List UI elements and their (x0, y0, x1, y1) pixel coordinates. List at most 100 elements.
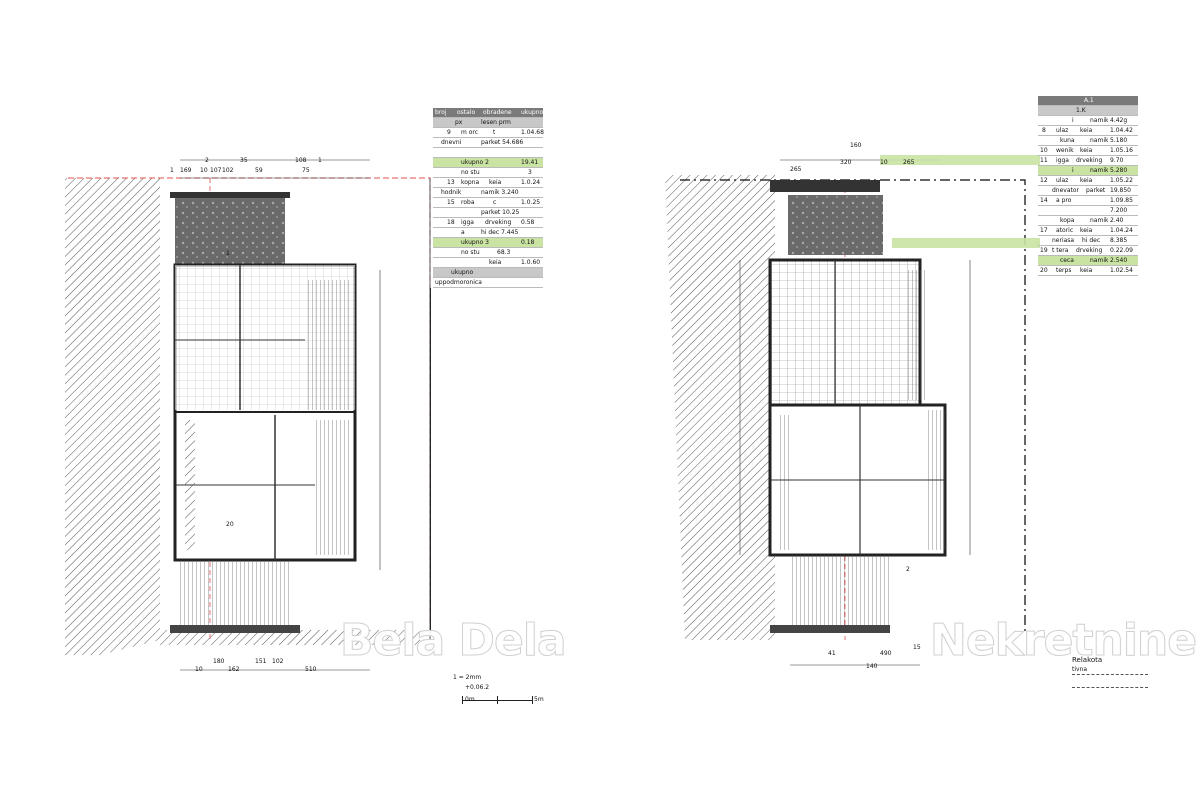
room-mark-20: 20 (226, 521, 234, 528)
table-header-cell: ostalo (457, 109, 476, 116)
terrace-bottom (180, 560, 290, 630)
table-cell: keia (1080, 227, 1093, 234)
table-cell: roba (461, 199, 475, 206)
scale-bar-end: 5m (534, 696, 544, 703)
table-cell: 1.04.24 (1110, 227, 1133, 234)
table-row: 13 kopna keia 1.0.24 (433, 178, 543, 188)
table-row: 20 terps keia 1.02.54 (1038, 266, 1138, 276)
table-cell: 1.0.24 (521, 179, 541, 186)
table-cell: 18 (447, 219, 455, 226)
table-cell: 1.04.42 (1110, 127, 1133, 134)
table-row: a hi dec 7.445 (433, 228, 543, 238)
table-cell: 15 (447, 199, 455, 206)
dim-top-2: 35 (240, 157, 248, 164)
table-cell: parket 10.25 (481, 209, 520, 216)
table-cell: 19.41 (521, 159, 539, 166)
dim-bottom2-1: 10 (195, 666, 203, 673)
table-cell: drveking (1076, 157, 1103, 164)
dim-top-4: 1 (318, 157, 322, 164)
highlight-band-1 (880, 155, 1040, 165)
table-cell: 0.22.09 (1110, 247, 1133, 254)
level-marker (1072, 674, 1148, 688)
table-cell: i (1072, 117, 1074, 124)
table-header-cell: broj (435, 109, 447, 116)
table-cell: keia (1080, 267, 1093, 274)
table-cell: a (461, 229, 465, 236)
left-floor-plan (65, 159, 431, 671)
table-cell: 9 (447, 129, 451, 136)
table-cell: m orc (461, 129, 479, 136)
table-cell: namik 3.240 (481, 189, 519, 196)
table-row: parket 10.25 (433, 208, 543, 218)
scale-bar-start: 0m (465, 696, 475, 703)
terrain-hatch-left (65, 178, 160, 655)
terrace-lower (315, 420, 350, 555)
table-cell: 1.04.68 (521, 129, 544, 136)
table-row: 9 m orc t 1.04.68 (433, 128, 544, 138)
table-cell: no stu (461, 249, 480, 256)
table-subtitle: 1.K (1038, 106, 1138, 116)
table-row: 10 wenik keia 1.05.16 (1038, 146, 1138, 156)
table-row: i namik 5.280 (1038, 166, 1138, 176)
table-cell: 8.385 (1110, 237, 1128, 244)
table-cell: 11 (1040, 157, 1048, 164)
left-area-table: broj ostalo obradene ukupno px lesen prm… (433, 108, 544, 288)
dim-top2-6: 59 (255, 167, 263, 174)
table-cell: 12 (1040, 177, 1048, 184)
table-cell: 14 (1040, 197, 1048, 204)
table-cell: igga (1056, 157, 1069, 164)
table-header-cell: ukupno (521, 109, 544, 116)
table-row: ukupno 2 19.41 (433, 158, 543, 168)
dim-top2-5: 102 (222, 167, 234, 174)
table-cell: 3 (528, 169, 532, 176)
table-cell: lesen prm (481, 119, 511, 126)
table-cell: hi dec (1082, 237, 1101, 244)
table-cell: 2.40 (1110, 217, 1124, 224)
table-cell: 1.0.25 (521, 199, 541, 206)
table-cell: parket 54.686 (481, 139, 524, 146)
table-header-row: broj ostalo obradene ukupno (433, 108, 543, 118)
table-cell: ceca (1060, 257, 1074, 264)
table-cell: neriasa (1052, 237, 1075, 244)
terrain-hatch-bottom (160, 630, 420, 645)
dim-right-top: 160 (850, 142, 862, 149)
table-cell: 13 (447, 179, 455, 186)
table-header-cell: obradene (483, 109, 512, 116)
watermark-right: Nekretnine (929, 615, 1197, 667)
table-cell: namik (1090, 117, 1109, 124)
table-cell: terps (1056, 267, 1072, 274)
right-area-table: A.1 1.K i namik 4.42g 8 ulaz keia 1.04.4… (1038, 96, 1138, 276)
table-cell: 10 (1040, 147, 1048, 154)
table-cell: 7.200 (1110, 207, 1128, 214)
dim-top2-2: 169 (180, 167, 192, 174)
table-cell: igga (461, 219, 474, 226)
entry-courtyard (788, 195, 883, 255)
table-row (433, 148, 543, 158)
dim-right-bottom-2: 490 (880, 650, 892, 657)
table-cell: ulaz (1056, 177, 1069, 184)
table-cell: a pro (1056, 197, 1072, 204)
table-row: 15 roba c 1.0.25 (433, 198, 543, 208)
table-cell: 1.09.85 (1110, 197, 1133, 204)
table-cell: 4.42g (1110, 117, 1128, 124)
table-cell: namik (1090, 217, 1109, 224)
table-cell: namik (1090, 137, 1109, 144)
dim-top2-4: 107 (210, 167, 222, 174)
dim-right-top2-3: 10 (880, 159, 888, 166)
table-cell: 19 (1040, 247, 1048, 254)
dim-right-bottom-3: 15 (913, 644, 921, 651)
dim-top2-1: 1 (170, 167, 174, 174)
table-row: 7.200 (1038, 206, 1138, 216)
table-title: A.1 (1038, 96, 1138, 106)
table-subtitle-text: 1.K (1076, 107, 1086, 114)
table-cell: wenik (1056, 147, 1074, 154)
dim-bottom-2: 151 (255, 658, 267, 665)
terrace-upper (305, 280, 350, 410)
level-note: +0.06.2 (465, 684, 490, 691)
table-cell: 1.05.16 (1110, 147, 1133, 154)
scale-bar (462, 696, 542, 704)
dim-right-top2-4: 265 (903, 159, 915, 166)
table-cell: keia (1080, 127, 1093, 134)
table-cell: 1.0.60 (521, 259, 541, 266)
table-cell: ukupno 3 (461, 239, 489, 246)
